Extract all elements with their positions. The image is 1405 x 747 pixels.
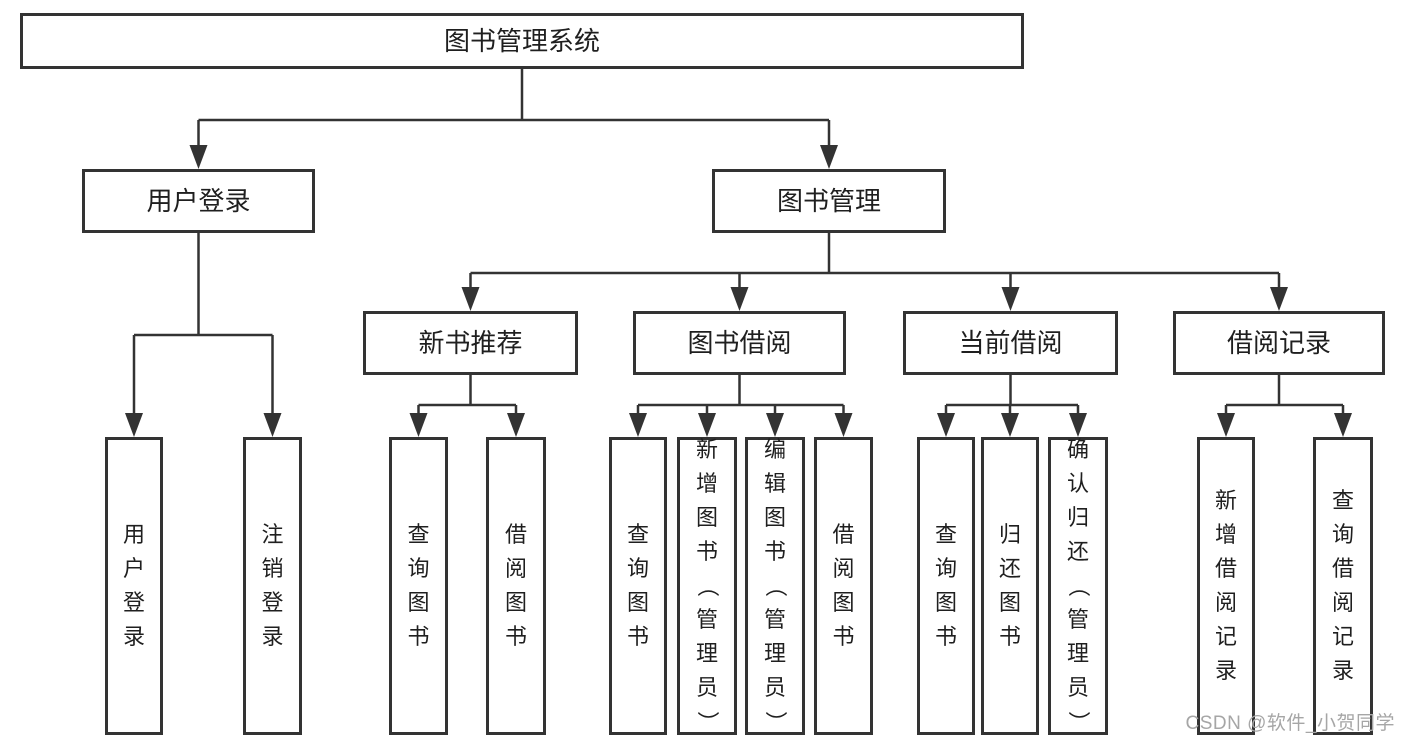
- connector-book-management-children: [469, 233, 1281, 292]
- arrowheads-book-management-children: [461, 287, 1288, 311]
- node-label: 借阅图书: [504, 522, 527, 649]
- connector-current-borrow-children: [944, 375, 1080, 418]
- node-leaf-add-borrow-record: 新增借阅记录: [1197, 437, 1255, 735]
- node-library-management-system: 图书管理系统: [20, 13, 1024, 69]
- node-borrow-records: 借阅记录: [1173, 311, 1385, 375]
- node-leaf-add-books-admin: 新增图书（管理员）: [677, 437, 737, 735]
- watermark: CSDN @软件_小贺同学: [1185, 713, 1395, 734]
- node-leaf-user-login: 用户登录: [105, 437, 163, 735]
- node-book-borrow: 图书借阅: [633, 311, 846, 375]
- node-label: 借阅图书: [832, 522, 855, 649]
- connector-root-to-level2: [197, 69, 831, 150]
- connector-borrow-records-children: [1224, 375, 1345, 418]
- node-new-book-recommend: 新书推荐: [363, 311, 578, 375]
- node-leaf-query-books-recommend: 查询图书: [389, 437, 448, 735]
- node-leaf-edit-books-admin: 编辑图书（管理员）: [745, 437, 805, 735]
- node-label: 确认归还（管理员）: [1065, 437, 1091, 734]
- node-label: 新书推荐: [418, 328, 523, 358]
- arrowheads-user-login-children: [125, 413, 282, 437]
- connector-new-book-recommend-children: [417, 375, 518, 418]
- node-label: 图书借阅: [687, 328, 792, 358]
- arrowheads-book-borrow-children: [629, 413, 853, 437]
- node-label: 借阅记录: [1226, 328, 1331, 358]
- node-leaf-return-books: 归还图书: [981, 437, 1039, 735]
- node-label: 注销登录: [261, 522, 284, 649]
- node-label: 查询图书: [407, 522, 430, 649]
- node-label: 图书管理: [776, 186, 881, 216]
- node-leaf-logout: 注销登录: [243, 437, 302, 735]
- node-leaf-query-books-current: 查询图书: [917, 437, 975, 735]
- node-label: 查询图书: [934, 522, 957, 649]
- connector-user-login-children: [132, 233, 274, 418]
- node-label: 新增图书（管理员）: [694, 437, 720, 734]
- node-label: 当前借阅: [958, 328, 1063, 358]
- node-label: 用户登录: [146, 186, 251, 216]
- connector-book-borrow-children: [636, 375, 845, 418]
- node-label: 用户登录: [122, 522, 145, 649]
- node-leaf-query-books-borrow: 查询图书: [609, 437, 667, 735]
- arrowheads-current-borrow-children: [937, 413, 1087, 437]
- node-label: 编辑图书（管理员）: [762, 437, 788, 734]
- arrowheads-new-book-recommend-children: [409, 413, 525, 437]
- node-label: 查询图书: [626, 522, 649, 649]
- node-label: 查询借阅记录: [1331, 488, 1354, 683]
- node-book-management: 图书管理: [712, 169, 946, 233]
- node-leaf-borrow-books-recommend: 借阅图书: [486, 437, 546, 735]
- node-label: 新增借阅记录: [1214, 488, 1237, 683]
- arrowheads-root-to-level2: [189, 145, 838, 169]
- node-current-borrow: 当前借阅: [903, 311, 1118, 375]
- node-label: 图书管理系统: [443, 26, 600, 56]
- node-user-login: 用户登录: [82, 169, 315, 233]
- arrowheads-borrow-records-children: [1217, 413, 1352, 437]
- node-leaf-query-borrow-record: 查询借阅记录: [1313, 437, 1373, 735]
- node-leaf-confirm-return-admin: 确认归还（管理员）: [1048, 437, 1108, 735]
- node-label: 归还图书: [998, 522, 1021, 649]
- node-leaf-borrow-books: 借阅图书: [814, 437, 873, 735]
